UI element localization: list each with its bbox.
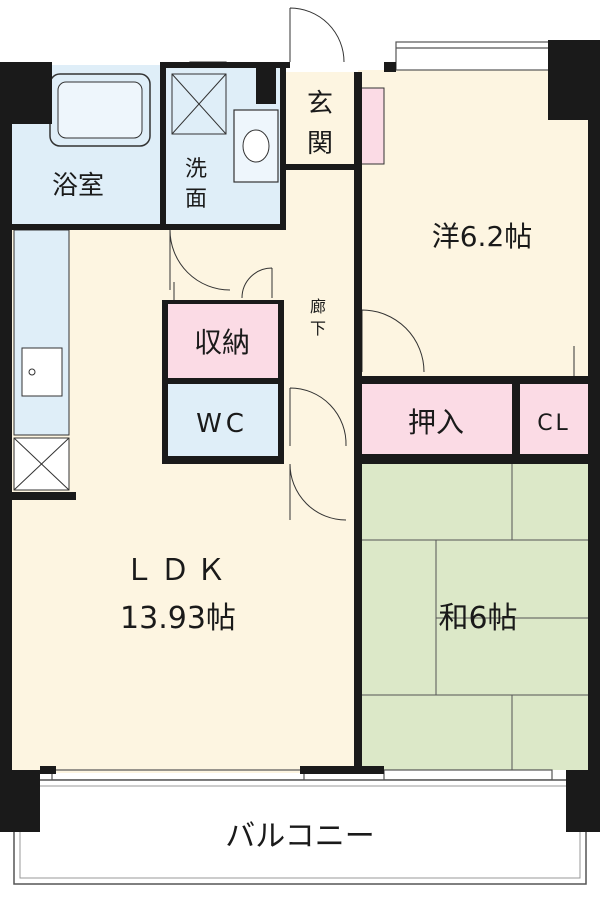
- washbasin-bowl: [242, 129, 270, 163]
- label-entrance-1: 玄: [307, 89, 333, 119]
- oshiire-floor: [362, 384, 512, 454]
- entrance-floor: [285, 72, 358, 168]
- label-japanese-room: 和6帖: [438, 601, 517, 636]
- bathtub-inner: [57, 81, 143, 139]
- label-corridor-2: 下: [310, 319, 326, 338]
- label-balcony: バルコニー: [225, 819, 374, 854]
- cl-floor: [520, 384, 588, 454]
- japanese-room-floor: [362, 464, 588, 770]
- sink-drain: [28, 368, 36, 376]
- entrance-shoe-closet: [357, 87, 385, 165]
- fridge-space: [13, 437, 70, 491]
- western-room-floor: [358, 70, 588, 382]
- label-corridor-1: 廊: [310, 297, 326, 316]
- washing-machine-space: [171, 73, 227, 135]
- kitchen-sink: [21, 347, 63, 397]
- storage-floor: [166, 304, 280, 378]
- label-entrance-2: 関: [307, 129, 333, 159]
- label-western-room: 洋6.2帖: [432, 220, 533, 253]
- label-wash-2: 面: [185, 187, 207, 212]
- walls: [0, 40, 600, 832]
- balcony-area: [13, 779, 587, 885]
- label-oshiire: 押入: [408, 406, 464, 439]
- tatami-lines: [362, 464, 588, 770]
- corridor-floor: [285, 168, 358, 468]
- label-wc: WC: [196, 409, 248, 439]
- label-storage: 収納: [194, 326, 250, 359]
- kitchen-counter: [13, 229, 70, 436]
- label-bath: 浴室: [52, 171, 104, 201]
- label-cl: CL: [537, 411, 571, 436]
- label-ldk: ＬＤＫ: [124, 553, 232, 588]
- label-wash-1: 洗: [185, 157, 207, 182]
- wc-floor: [166, 384, 280, 456]
- label-ldk-area: 13.93帖: [120, 601, 236, 636]
